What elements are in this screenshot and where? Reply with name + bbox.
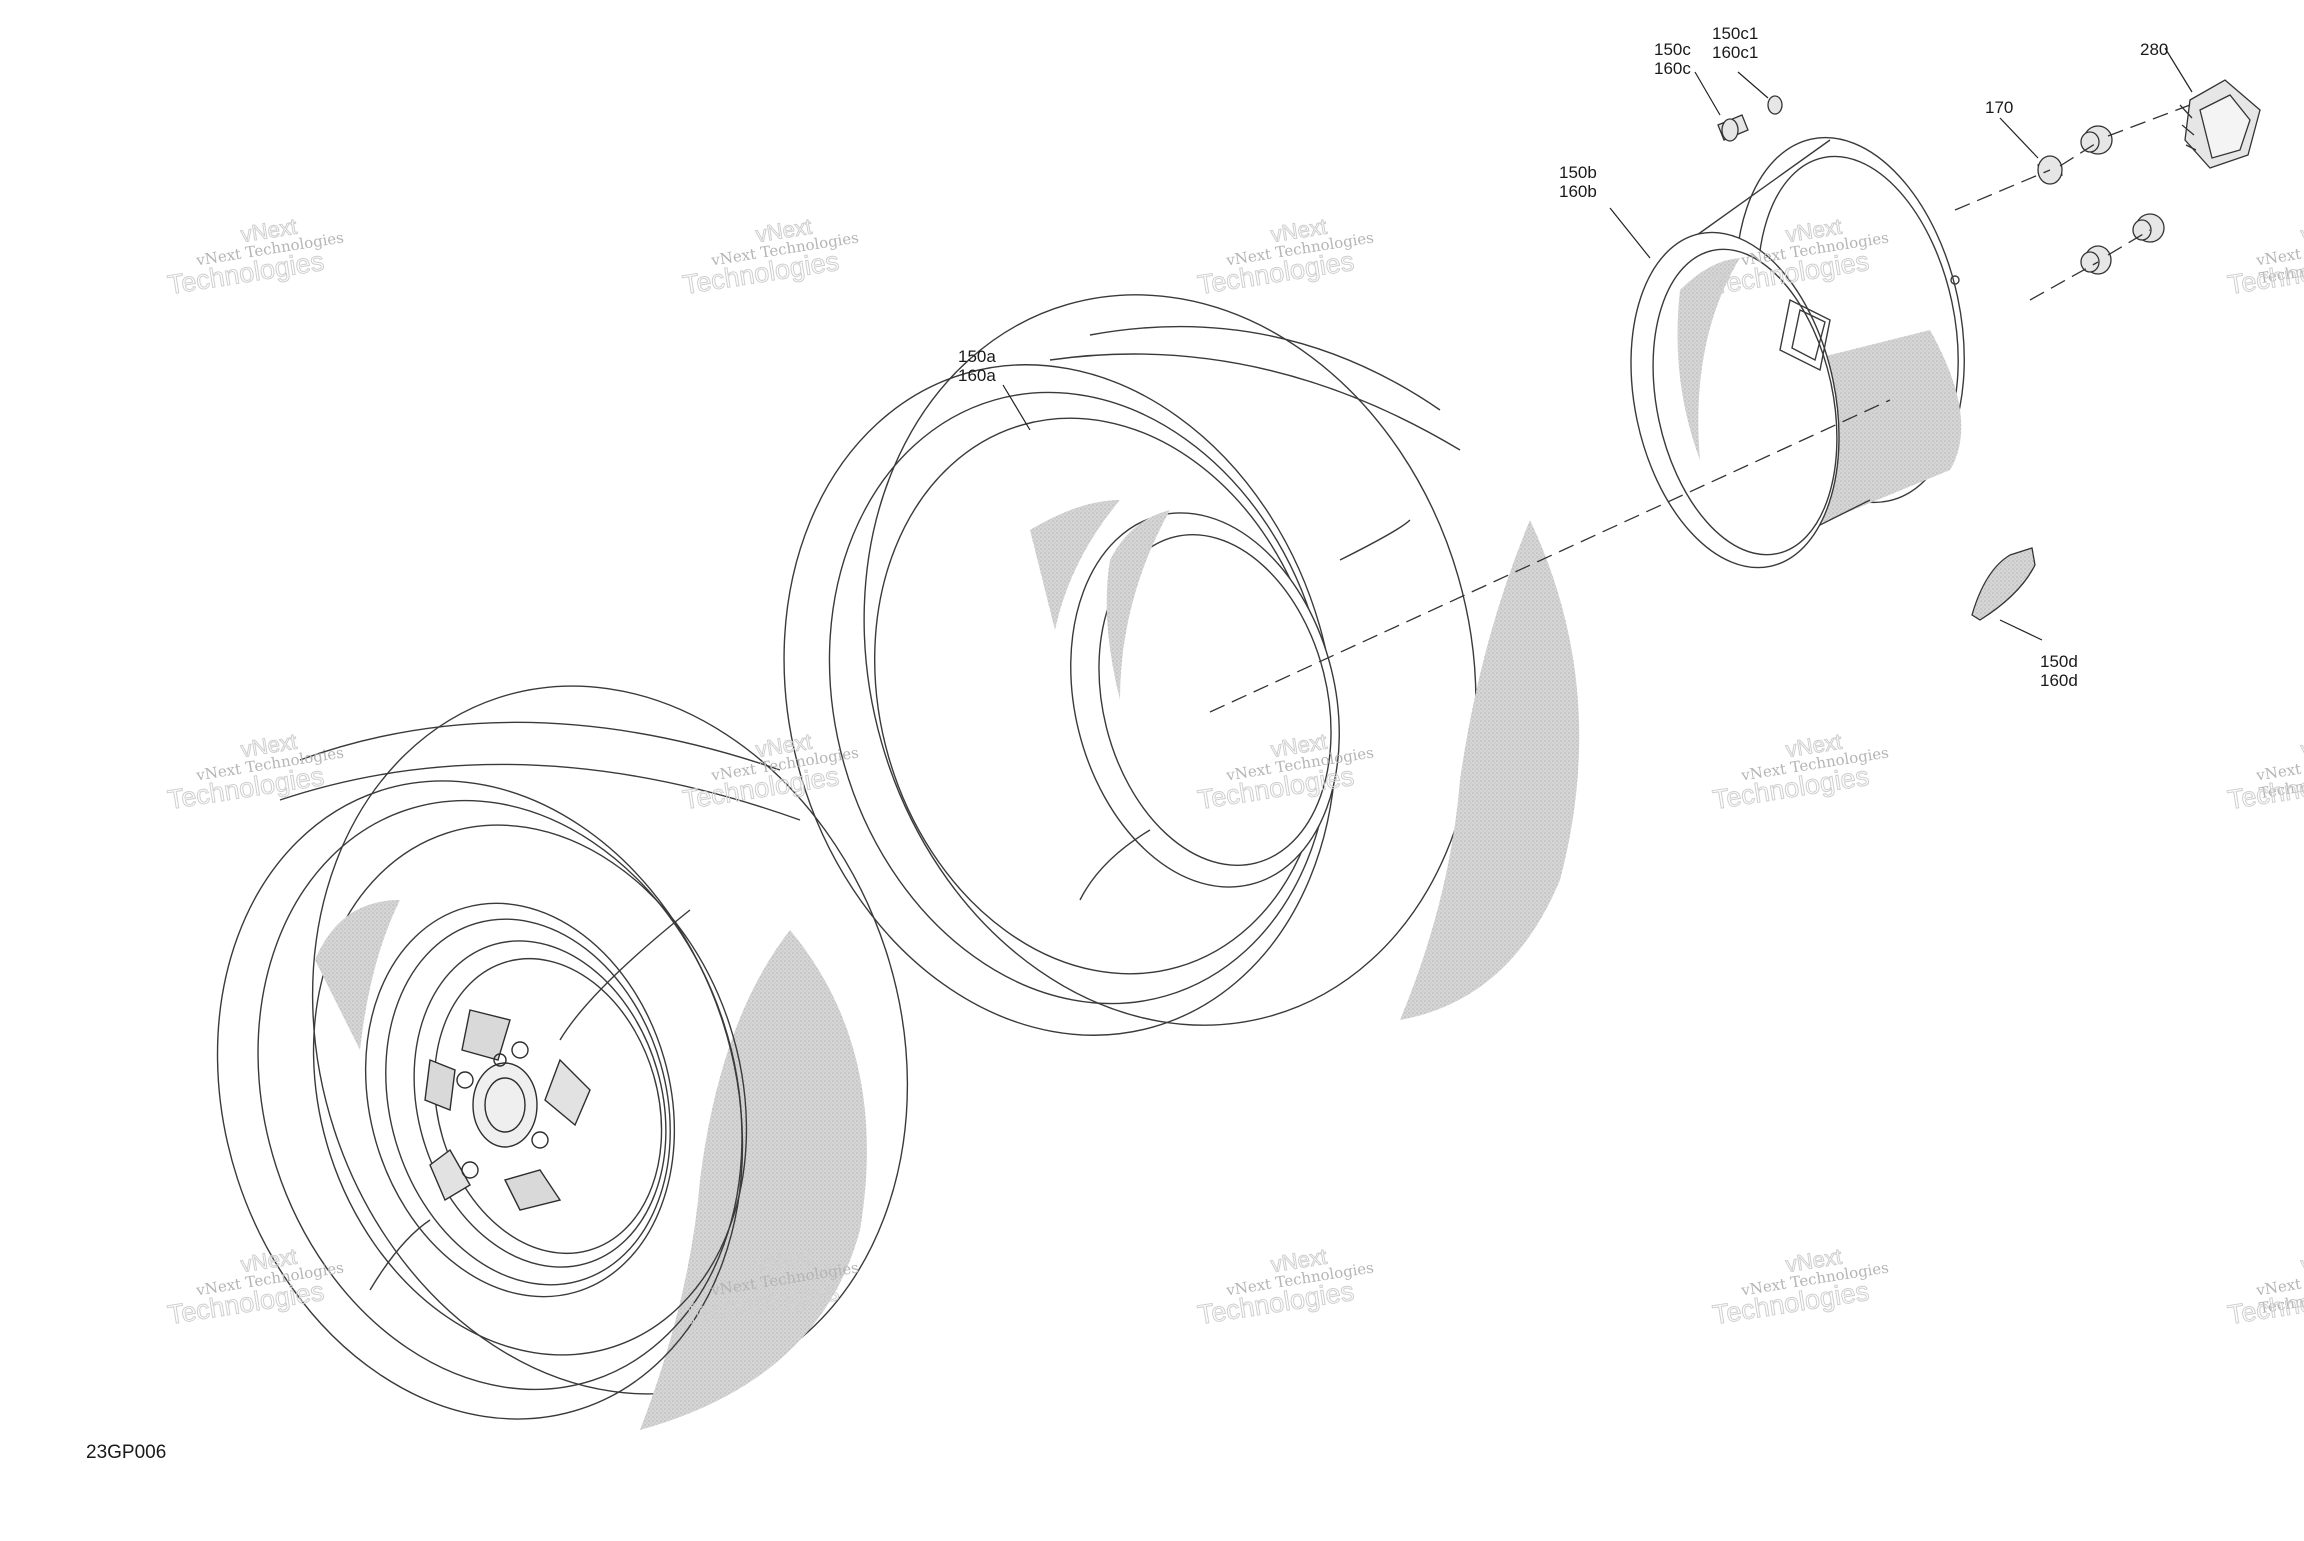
- tread-shade: [1400, 520, 1580, 1020]
- wheel-nut: [2132, 213, 2165, 243]
- callout-150d-bottom: 160d: [2040, 671, 2078, 690]
- callout-150b-bottom: 160b: [1559, 182, 1597, 201]
- callout-150b-top: 150b: [1559, 163, 1597, 182]
- callout-150c1-bottom: 160c1: [1712, 43, 1759, 62]
- assembled-wheel: [216, 685, 909, 1430]
- callout-150c: 150c 160c: [1654, 40, 1691, 78]
- assembly-axes: [1209, 104, 2191, 713]
- balance-weight: [1971, 547, 2036, 621]
- callout-280: 280: [2140, 40, 2168, 59]
- callout-280-top: 280: [2140, 40, 2169, 59]
- callout-150b: 150b 160b: [1559, 163, 1597, 201]
- leader-lines: [1002, 47, 2193, 641]
- bore-shade: [1106, 510, 1170, 700]
- rim: [1630, 136, 1965, 569]
- callout-150c-top: 150c: [1654, 40, 1691, 59]
- drawing-code: 23GP006: [86, 1442, 167, 1463]
- callout-150d: 150d 160d: [2040, 652, 2078, 690]
- wheel-nut: [2080, 245, 2112, 275]
- callout-170-top: 170: [1985, 98, 2014, 117]
- callout-150c1-top: 150c1: [1712, 24, 1759, 43]
- tire: [783, 294, 1580, 1036]
- valve-cap: [1767, 95, 1783, 115]
- wheel-hub: [424, 1009, 591, 1211]
- valve-stem: [1717, 114, 1749, 142]
- callout-150a-top: 150a: [958, 347, 996, 366]
- callout-170: 170: [1985, 98, 2013, 117]
- sidewall-shade: [315, 900, 400, 1050]
- callout-150a-bottom: 160a: [958, 366, 996, 385]
- callout-150a: 150a 160a: [958, 347, 996, 385]
- hub-cap: [2179, 79, 2261, 169]
- tread-shade: [640, 930, 867, 1430]
- small-parts: [1717, 79, 2261, 621]
- callout-150c1: 150c1 160c1: [1712, 24, 1758, 62]
- callout-150c-bottom: 160c: [1654, 59, 1691, 78]
- callout-150d-top: 150d: [2040, 652, 2078, 671]
- sidewall-shade: [1030, 500, 1120, 630]
- rim-inner-shade: [1677, 258, 1740, 460]
